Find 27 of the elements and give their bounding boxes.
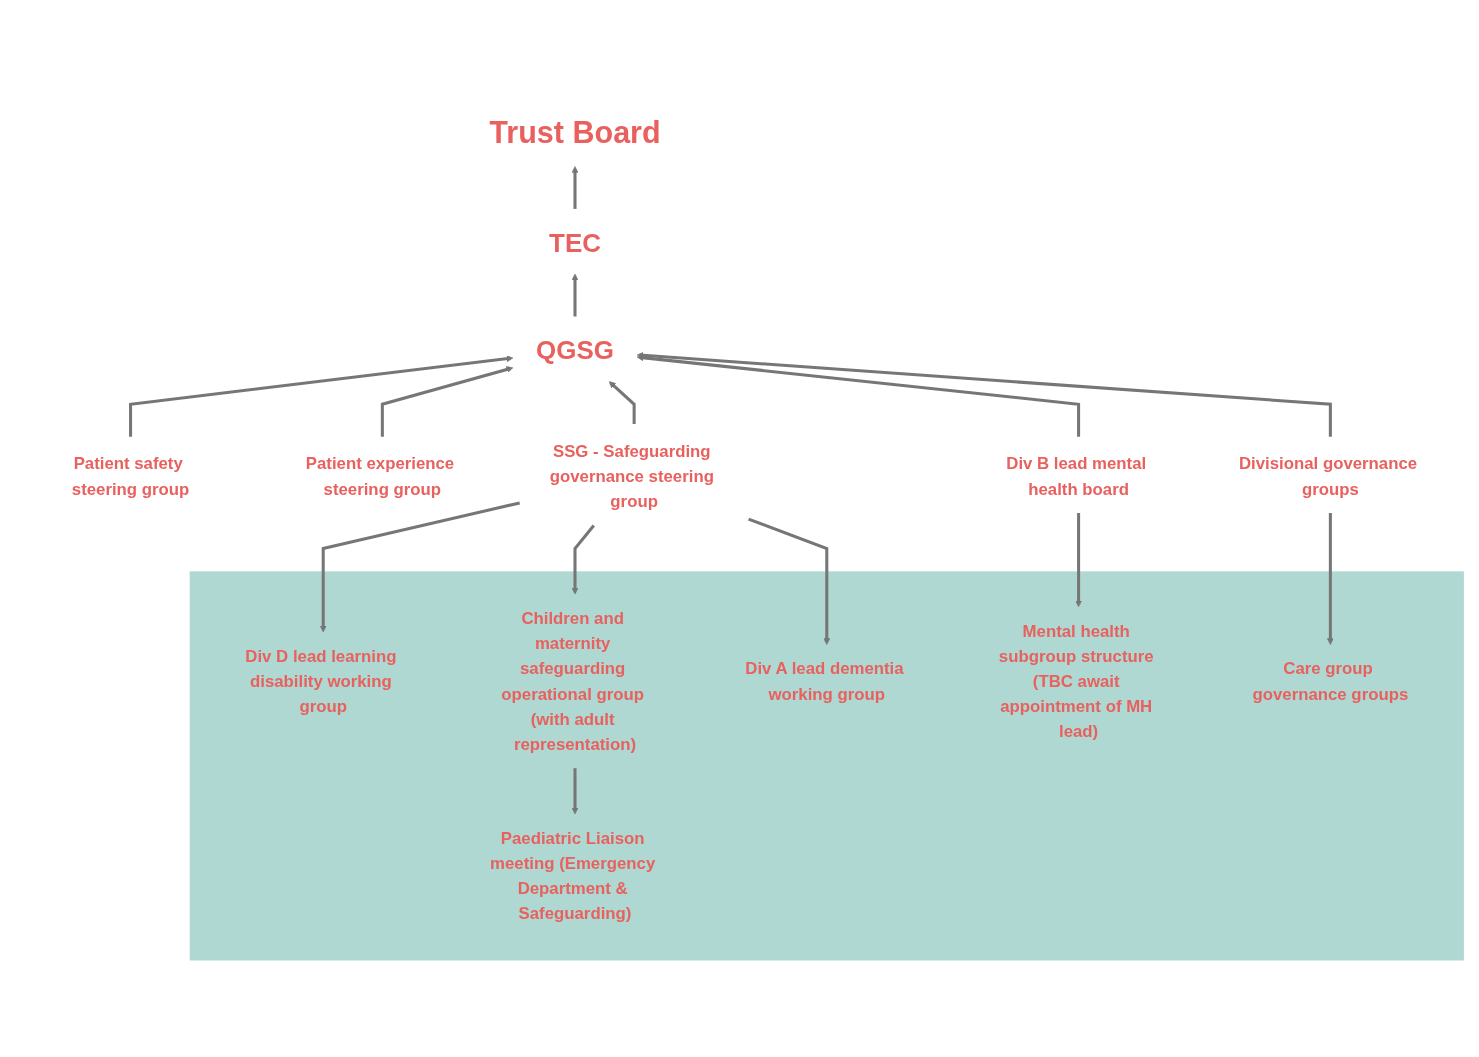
arrow	[571, 524, 595, 595]
node-text: SSG - Safeguarding governance steering group	[549, 441, 714, 511]
arrow	[319, 500, 520, 632]
node-text: Patient safety steering group	[71, 453, 189, 498]
node-text: Div D lead learning disability working group	[244, 646, 396, 716]
node-text: Paediatric Liaison meeting (Emergency Department & Safeguarding)	[489, 827, 655, 923]
node-text: Trust Board	[488, 114, 661, 149]
arrow	[636, 351, 1332, 437]
arrow	[1326, 512, 1334, 645]
arrow	[571, 165, 578, 209]
node-text: Div A lead dementia working group	[744, 658, 904, 703]
arrow	[1074, 512, 1082, 607]
node-text: Patient experience steering group	[305, 453, 454, 498]
arrow	[608, 380, 636, 424]
cluster	[189, 570, 1464, 960]
arrow	[380, 365, 513, 437]
node-text: Mental health subgroup structure (TBC await appointment of MH lead)	[998, 620, 1154, 741]
arrow	[128, 354, 513, 437]
node-text: QGSG	[535, 335, 614, 365]
node-text: Children and maternity safeguarding operational group (with adult representation)	[500, 608, 644, 754]
node-text: TEC	[548, 227, 601, 257]
arrow	[571, 767, 578, 814]
arrow	[747, 517, 830, 645]
node-text: Care group governance groups	[1251, 658, 1408, 703]
node-text: Div B lead mental health board	[1005, 453, 1146, 498]
arrow	[571, 273, 578, 316]
node-text: Divisional governance groups	[1238, 453, 1417, 498]
